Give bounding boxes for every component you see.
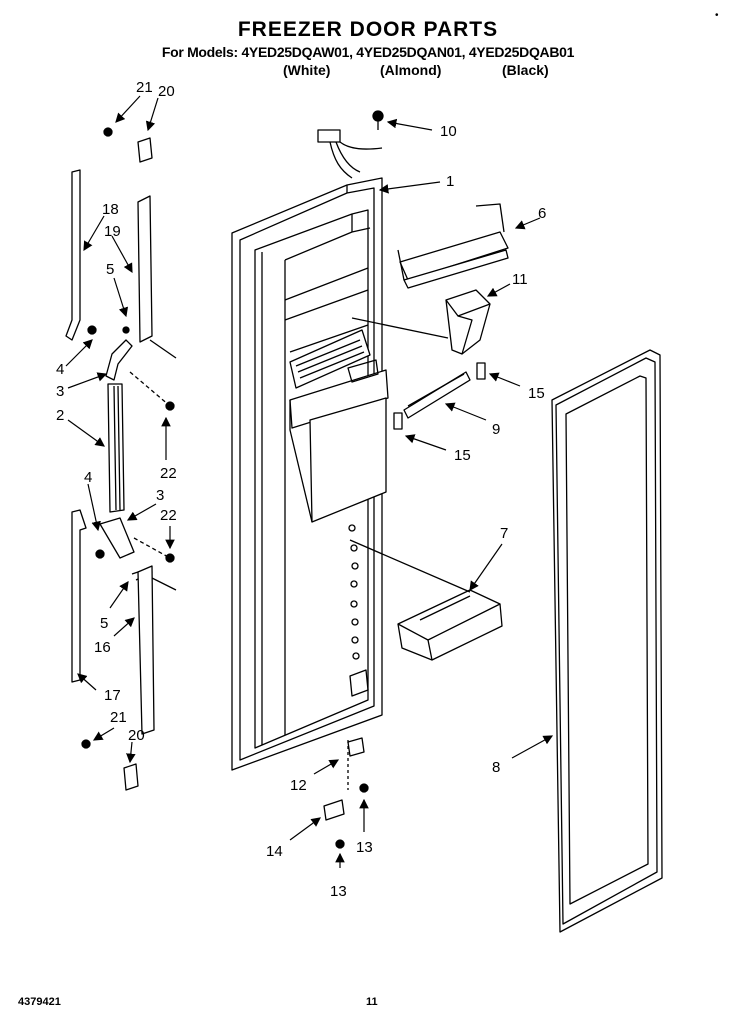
hinge-block-14 — [323, 799, 345, 821]
callout-19: 19 — [104, 223, 121, 240]
callout-5-lower: 5 — [100, 615, 108, 632]
hinge-clip-20-bottom — [123, 763, 139, 791]
screw-10 — [372, 110, 384, 130]
callout-13-upper: 13 — [356, 839, 373, 856]
callout-1: 1 — [446, 173, 454, 190]
leader-7-door — [349, 539, 471, 593]
part-number: 4379421 — [18, 996, 61, 1008]
variant-almond: (Almond) — [380, 62, 442, 78]
variant-black: (Black) — [502, 62, 549, 78]
callout-21: 21 — [136, 79, 153, 96]
page-title: FREEZER DOOR PARTS — [237, 18, 499, 41]
callout-10: 10 — [440, 123, 457, 140]
callout-labels: 21 20 10 1 18 19 6 5 11 4 3 15 2 9 15 22… — [56, 79, 546, 900]
callout-2: 2 — [56, 407, 64, 424]
handle-trim-upper — [65, 169, 177, 359]
screw-13-lower — [335, 839, 345, 849]
wire-harness — [317, 129, 383, 179]
callout-15-upper: 15 — [528, 385, 545, 402]
clip-15-upper — [476, 362, 486, 380]
hinge-clip-20-top — [137, 137, 153, 163]
corner-mark: • — [715, 10, 719, 21]
leader-11-door — [351, 317, 449, 339]
clip-15-lower — [393, 412, 403, 430]
door-shelf-6 — [397, 203, 509, 289]
screw-21-bottom — [81, 739, 91, 749]
callout-11: 11 — [512, 271, 528, 288]
callout-9: 9 — [492, 421, 500, 438]
dispenser-housing — [289, 329, 389, 523]
handle-2 — [107, 383, 125, 513]
callout-12: 12 — [290, 777, 307, 794]
callout-7: 7 — [500, 525, 508, 542]
callout-4-upper: 4 — [56, 361, 64, 378]
trim-strip-9 — [403, 371, 471, 419]
model-list: For Models: 4YED25DQAW01, 4YED25DQAN01, … — [161, 44, 575, 60]
hinge-bracket-12 — [347, 737, 365, 757]
callout-3-upper: 3 — [56, 383, 64, 400]
callout-15-lower: 15 — [454, 447, 471, 464]
callout-6: 6 — [538, 205, 546, 222]
handle-trim-lower — [71, 509, 177, 735]
screw-21-top — [103, 127, 113, 137]
screw-22-lower — [165, 553, 175, 563]
callout-22-lower: 22 — [160, 507, 177, 524]
callout-18: 18 — [102, 201, 119, 218]
callout-14: 14 — [266, 843, 283, 860]
callout-4-lower: 4 — [84, 469, 92, 486]
callout-21-lower: 21 — [110, 709, 127, 726]
screw-13-upper — [359, 783, 369, 793]
variant-white: (White) — [283, 62, 331, 78]
page-number: 11 — [366, 996, 378, 1008]
dispenser-holes — [348, 524, 360, 660]
callout-20: 20 — [158, 83, 175, 100]
door-bottom-bracket — [349, 669, 369, 697]
callout-20-lower: 20 — [128, 727, 145, 744]
callout-13-lower: 13 — [330, 883, 347, 900]
callout-16: 16 — [94, 639, 111, 656]
callout-8: 8 — [492, 759, 500, 776]
handle-bracket-upper — [87, 325, 133, 381]
callout-17: 17 — [104, 687, 121, 704]
callout-3-lower: 3 — [156, 487, 164, 504]
door-gasket — [551, 349, 663, 933]
door-bin-7 — [397, 589, 503, 661]
callout-5-upper: 5 — [106, 261, 114, 278]
ice-chute-11 — [445, 289, 491, 355]
callout-22-upper: 22 — [160, 465, 177, 482]
